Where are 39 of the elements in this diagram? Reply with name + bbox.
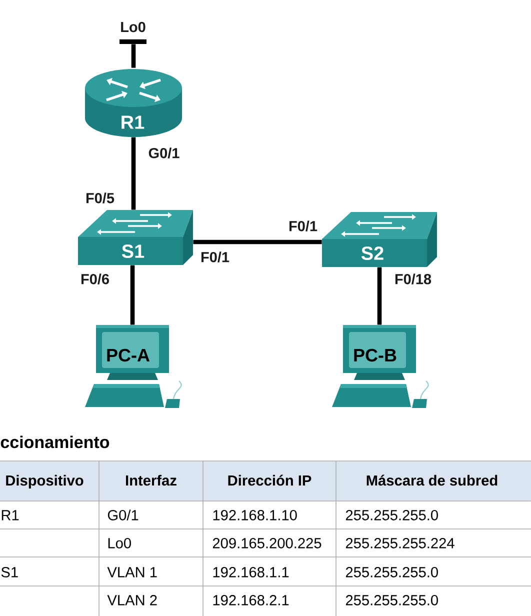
interface-label: F0/6 bbox=[81, 274, 109, 284]
table-cell: G0/1 bbox=[108, 510, 138, 520]
table-cell: VLAN 1 bbox=[107, 567, 157, 578]
link-line bbox=[130, 265, 135, 325]
link-line bbox=[193, 240, 322, 244]
interface-label: F0/18 bbox=[395, 274, 432, 284]
interface-bar bbox=[120, 39, 146, 44]
computer: PC-A bbox=[85, 325, 182, 408]
node-label: S1 bbox=[122, 244, 144, 258]
table-cell: 192.168.1.10 bbox=[213, 510, 297, 520]
table-cell: Lo0 bbox=[108, 538, 131, 548]
computer: PC-B bbox=[332, 325, 429, 408]
table-cell: 255.255.255.0 bbox=[346, 567, 438, 578]
table-cell: 255.255.255.224 bbox=[346, 538, 454, 548]
table-cell: R1 bbox=[2, 510, 19, 520]
switch: S2 bbox=[322, 212, 437, 267]
table-cell: VLAN 2 bbox=[107, 595, 157, 606]
table-cell: 255.255.255.0 bbox=[346, 595, 438, 606]
interface-label: F0/1 bbox=[289, 220, 318, 232]
link-line bbox=[131, 137, 136, 210]
header-cell: Dirección IP bbox=[204, 462, 336, 500]
interface-label: F0/1 bbox=[201, 252, 230, 262]
node-label: S2 bbox=[361, 246, 384, 260]
switch: S1 bbox=[78, 210, 193, 265]
link-line bbox=[131, 44, 136, 68]
interface-label: F0/5 bbox=[86, 192, 114, 204]
table-cell: 255.255.255.0 bbox=[346, 510, 438, 520]
interface-label: G0/1 bbox=[148, 148, 180, 158]
table-cell: S1 bbox=[1, 567, 18, 578]
table-heading: ccionamiento bbox=[0, 436, 110, 448]
interface-label: Lo0 bbox=[121, 22, 146, 32]
header-cell: Máscara de subred bbox=[336, 462, 531, 500]
link-line bbox=[377, 267, 382, 325]
table-cell: 209.165.200.225 bbox=[212, 538, 322, 548]
header-cell: Dispositivo bbox=[0, 462, 98, 500]
router: R1 bbox=[85, 69, 182, 137]
table-cell: 192.168.1.1 bbox=[213, 567, 289, 578]
header-cell: Interfaz bbox=[100, 462, 202, 500]
table-cell: 192.168.2.1 bbox=[213, 595, 289, 606]
